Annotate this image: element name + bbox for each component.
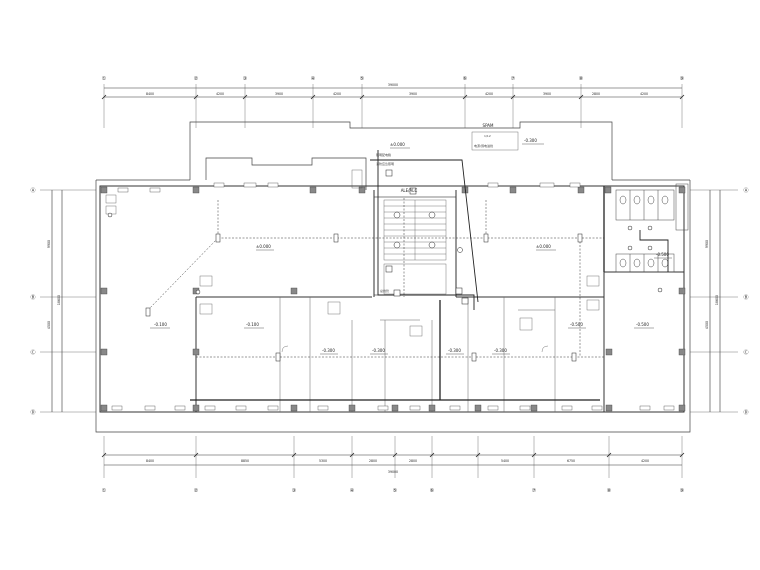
axis-label-right-3: Ⓒ xyxy=(743,349,748,356)
axis-label-right-4: Ⓓ xyxy=(743,409,748,416)
tiny-annotations: 1/12 电源/弱电进线 照明配电箱 消防应急照明 总线管 xyxy=(376,134,493,293)
dim-top-8: 2800 xyxy=(592,92,600,96)
level-2: ±0.000 xyxy=(536,244,551,249)
dim-top-9: 4200 xyxy=(640,92,648,96)
level-12: -0.500 xyxy=(656,252,669,257)
dim-bottom-4: 2800 xyxy=(369,459,377,463)
dim-bottom-7: 6750 xyxy=(567,459,575,463)
dim-top-6: 4200 xyxy=(485,92,493,96)
stairwell xyxy=(383,199,447,295)
corridor-partitions xyxy=(279,297,556,412)
note-2: 电源/弱电进线 xyxy=(474,143,493,148)
axis-label-top-6: ⑥ xyxy=(463,76,468,82)
axis-label-left-1: Ⓐ xyxy=(30,187,35,194)
level-8: -0.300 xyxy=(448,348,461,353)
axis-label-bottom-9: ⑨ xyxy=(680,488,684,494)
axis-label-top-3: ③ xyxy=(243,76,247,82)
dim-left-1: 9900 xyxy=(47,240,51,248)
level-1: ±0.000 xyxy=(256,244,271,249)
level-5: -0.100 xyxy=(246,322,259,327)
dimension-values-sides: 9900 4500 18600 9900 4500 18600 xyxy=(47,240,719,329)
electrical-wiring xyxy=(147,198,604,358)
dim-left-total: 18600 xyxy=(57,295,61,305)
axis-extension-lines xyxy=(40,84,738,478)
axis-labels-right: Ⓐ Ⓑ Ⓒ Ⓓ xyxy=(743,187,748,416)
axis-label-left-2: Ⓑ xyxy=(30,294,35,301)
axis-label-bottom-8: ⑧ xyxy=(607,488,612,494)
note-4: 消防应急照明 xyxy=(376,161,394,166)
axis-label-left-3: Ⓒ xyxy=(30,349,35,356)
dim-top-7: 3900 xyxy=(543,92,551,96)
dim-top-total: 39000 xyxy=(388,83,398,87)
axis-label-top-8: ⑧ xyxy=(579,76,584,82)
axis-label-bottom-6: ⑥ xyxy=(430,488,435,494)
structural-columns xyxy=(100,186,686,412)
dim-top-3: 3900 xyxy=(275,92,283,96)
axis-label-bottom-2: ② xyxy=(194,488,199,494)
axis-label-bottom-4: ④ xyxy=(350,488,355,494)
level-values: ±0.000 ±0.000 ±0.000 -0.100 -0.100 -0.30… xyxy=(154,138,669,353)
axis-label-bottom-5: ⑤ xyxy=(393,488,397,494)
level-10: -0.500 xyxy=(570,322,583,327)
windows-top xyxy=(117,182,581,193)
dim-top-5: 3900 xyxy=(409,92,417,96)
interior-walls xyxy=(99,185,685,413)
dim-top-2: 4200 xyxy=(216,92,224,96)
axis-label-bottom-3: ③ xyxy=(292,488,296,494)
axis-label-bottom-7: ⑦ xyxy=(532,488,537,494)
dim-right-2: 4500 xyxy=(705,321,709,329)
dim-bottom-3: 5300 xyxy=(319,459,327,463)
axis-label-top-9: ⑨ xyxy=(680,76,684,82)
dimension-values-top: 39000 8400 4200 3900 4200 3900 4200 3900… xyxy=(146,83,648,96)
exterior-wall-outline xyxy=(95,121,691,433)
level-markers xyxy=(150,143,672,355)
axis-label-top-1: ① xyxy=(102,76,107,82)
electrical-devices xyxy=(107,169,663,362)
level-7: -0.300 xyxy=(372,348,385,353)
dim-right-total: 18600 xyxy=(715,295,719,305)
dimension-values-bottom: 8400 8850 5300 2800 2800 5400 6750 4200 … xyxy=(146,459,649,474)
dim-bottom-5: 2800 xyxy=(409,459,417,463)
dim-right-1: 9900 xyxy=(705,240,709,248)
level-13: -0.300 xyxy=(524,138,537,143)
axis-label-top-7: ⑦ xyxy=(511,76,516,82)
sinks-and-fixtures xyxy=(105,169,600,353)
dim-bottom-2: 8850 xyxy=(241,459,249,463)
level-9: -0.300 xyxy=(494,348,507,353)
dim-bottom-6: 5400 xyxy=(501,459,509,463)
note-3: 照明配电箱 xyxy=(376,152,391,157)
axis-label-top-4: ④ xyxy=(311,76,316,82)
level-6: -0.300 xyxy=(322,348,335,353)
axis-labels-bottom: ① ② ③ ④ ⑤ ⑥ ⑦ ⑧ ⑨ xyxy=(102,488,684,494)
callout-note-frame xyxy=(471,131,519,151)
level-11: -0.500 xyxy=(636,322,649,327)
axis-labels-top: ① ② ③ ④ ⑤ ⑥ ⑦ ⑧ ⑨ xyxy=(102,76,684,82)
axis-label-left-4: Ⓓ xyxy=(30,409,35,416)
windows-bottom xyxy=(111,405,675,411)
axis-label-top-5: ⑤ xyxy=(360,76,364,82)
dimension-lines xyxy=(51,87,721,466)
axis-label-right-2: Ⓑ xyxy=(743,294,748,301)
level-4: -0.100 xyxy=(154,322,167,327)
axis-labels-left: Ⓐ Ⓑ Ⓒ Ⓓ xyxy=(30,187,35,416)
equipment-labels: ALE/ALC SPAM xyxy=(401,123,494,193)
toilet-stalls xyxy=(615,183,689,273)
dim-bottom-total: 39000 xyxy=(388,470,398,474)
dim-bottom-1: 8400 xyxy=(146,459,154,463)
axis-label-bottom-1: ① xyxy=(102,488,107,494)
dimension-ticks xyxy=(101,94,685,458)
level-3: ±0.000 xyxy=(390,142,405,147)
dim-left-2: 4500 xyxy=(47,321,51,329)
dim-bottom-8: 4200 xyxy=(641,459,649,463)
dim-top-4: 4200 xyxy=(333,92,341,96)
note-1: 1/12 xyxy=(484,134,491,138)
panel-label: ALE/ALC xyxy=(401,188,418,193)
spare-label: SPAM xyxy=(483,123,494,128)
axis-label-top-2: ② xyxy=(194,76,199,82)
main-feeder-lines xyxy=(190,150,669,401)
axis-label-right-1: Ⓐ xyxy=(743,187,748,194)
dim-top-1: 8400 xyxy=(146,92,154,96)
note-5: 总线管 xyxy=(380,288,389,293)
